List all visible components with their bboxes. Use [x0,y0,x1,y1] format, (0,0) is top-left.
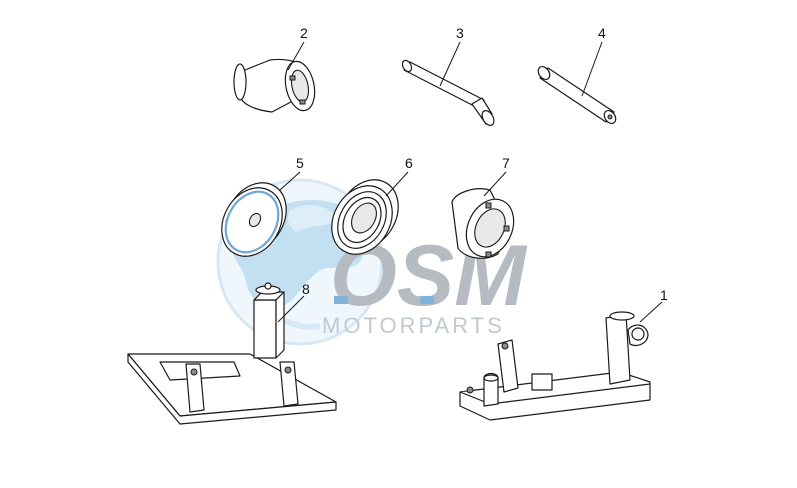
part-7-slotted-cup-tool [451,188,515,259]
callout-labels: 2 3 4 5 6 7 8 1 [296,25,668,303]
part-8-support-stand [127,282,337,425]
part-3-pin-tool [401,59,495,126]
callout-8: 8 [302,281,310,297]
callout-6: 6 [405,155,413,171]
leader-7 [483,171,507,197]
leader-4 [581,41,603,97]
leader-8 [277,295,305,323]
callout-1: 1 [660,287,668,303]
leader-6 [385,171,409,197]
part-6-grooved-disc-tool [331,179,399,255]
leader-2 [287,41,305,71]
callout-3: 3 [456,25,464,41]
callout-5: 5 [296,155,304,171]
leader-lines [277,41,663,323]
part-5-disc-tool [221,182,287,257]
leader-5 [279,171,301,191]
leader-1 [639,301,663,323]
part-2-sleeve-tool [233,58,316,113]
callout-7: 7 [502,155,510,171]
callout-4: 4 [598,25,606,41]
watermark-tagline: MOTORPARTS [322,313,505,338]
part-4-rod-tool [537,65,617,125]
leader-3 [439,41,461,87]
callout-2: 2 [300,25,308,41]
part-1-base-fixture [459,311,651,421]
